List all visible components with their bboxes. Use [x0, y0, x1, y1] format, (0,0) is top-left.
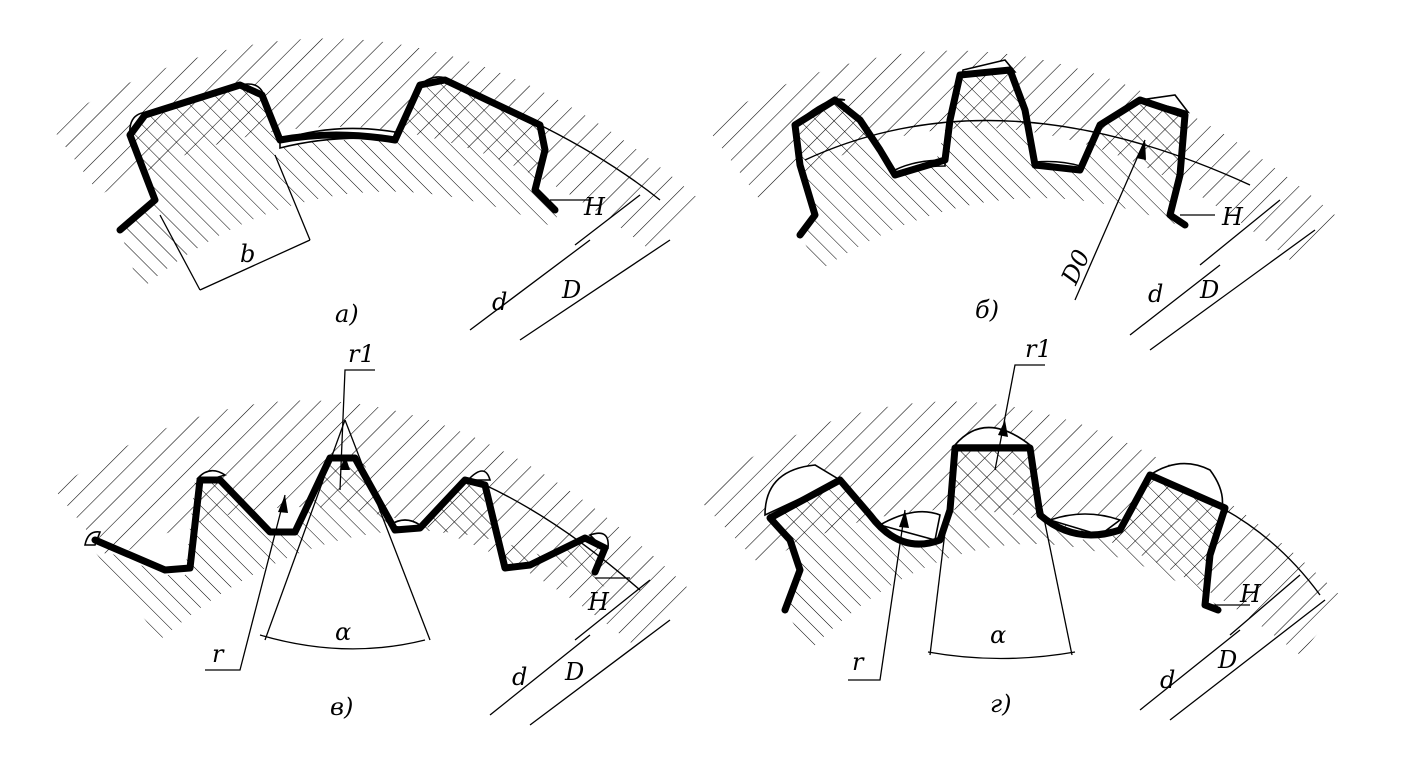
panel-v-outer-circle	[484, 484, 641, 591]
panel-b-label-h: H	[1221, 203, 1244, 231]
panel-v-label-d: d	[512, 663, 527, 691]
panel-v-bigd-line	[529, 619, 671, 726]
panel-g-outer-circle	[1221, 507, 1321, 596]
panel-g-bigd-line	[1169, 599, 1326, 721]
panel-a-b-ext-1	[159, 214, 201, 291]
panel-b-d0-arrow	[1136, 140, 1146, 160]
panel-a: b H d D а)	[50, 38, 700, 341]
panel-g-label-d: d	[1160, 666, 1175, 694]
panel-v-hub-hatch	[55, 400, 690, 650]
panel-g-alpha-side-1	[929, 449, 956, 656]
panel-a-profile	[116, 76, 559, 234]
panel-a-b-ext-2	[274, 154, 311, 241]
panel-g-tooth-cap-1	[764, 464, 842, 517]
panel-g-label-alpha: α	[990, 621, 1006, 649]
panel-a-label-h: H	[583, 193, 606, 221]
panel-v-r-arrow	[278, 495, 288, 513]
panel-a-bigd-line	[519, 239, 671, 341]
panel-b-d-line	[1129, 264, 1221, 336]
panel-b: D0 H d D б)	[705, 50, 1335, 351]
panel-g-h-dim	[1229, 574, 1301, 636]
panel-g-label-r: r	[852, 648, 865, 676]
panel-v-label-r1: r1	[348, 340, 375, 368]
panel-v-label-r: r	[212, 640, 225, 668]
panel-g-alpha-arc	[927, 651, 1076, 660]
panel-a-label-d: d	[492, 288, 507, 316]
panel-g-label-bigd: D	[1217, 646, 1237, 674]
panel-v-r1-arrow	[340, 455, 350, 470]
panel-g-tooth-cap-2	[953, 426, 1033, 446]
panel-g-shaft-hatch	[765, 445, 1225, 650]
panel-v-alpha-arc	[259, 634, 426, 650]
panel-v-tooth-cap-2	[196, 469, 227, 479]
panel-v-tooth-cap-3	[466, 470, 492, 481]
panel-b-label-d: d	[1148, 280, 1163, 308]
panel-b-h-dim	[1199, 199, 1281, 266]
panel-b-d0-leader	[1074, 139, 1146, 301]
panel-b-caption: б)	[975, 296, 999, 324]
panel-g-r-leader	[848, 509, 906, 681]
panel-a-caption: а)	[335, 300, 359, 328]
panel-g-bore-cap-2	[1047, 513, 1122, 536]
panel-g: r1 α r H d D г)	[695, 335, 1345, 721]
panel-g-r1-arrow	[998, 420, 1008, 437]
panel-a-outer-circle	[539, 124, 661, 201]
panel-v-alpha-side-2	[344, 419, 431, 641]
panel-v-d-line	[489, 634, 591, 716]
panel-g-bore-cap-1	[877, 510, 941, 541]
panel-v-r1-leader	[339, 369, 375, 491]
panel-v-label-h: H	[587, 588, 610, 616]
panel-b-pitch-circle	[804, 119, 1251, 186]
panel-v-r-leader	[205, 494, 286, 671]
panel-b-profile	[791, 66, 1189, 239]
panel-g-label-r1: r1	[1025, 335, 1052, 363]
panel-v: r1 α r H d D в)	[55, 340, 690, 726]
panel-a-label-b: b	[240, 240, 255, 268]
panel-b-hub-hatch	[705, 50, 1335, 260]
panel-a-d-line	[469, 239, 591, 331]
panel-b-label-d0: D0	[1055, 245, 1095, 289]
panel-a-b-dim	[199, 239, 311, 291]
panel-a-label-bigd: D	[561, 276, 581, 304]
panel-b-shaft-hatch	[795, 70, 1190, 270]
panel-g-hub-hatch	[695, 401, 1345, 655]
panel-v-shaft-hatch	[90, 455, 610, 640]
panel-g-r-arrow	[899, 510, 909, 528]
panel-v-alpha-side-1	[264, 419, 346, 641]
panel-v-caption: в)	[330, 693, 353, 721]
panel-a-shaft-hatch	[120, 80, 560, 290]
panel-v-h-dim	[574, 579, 651, 641]
panel-g-alpha-side-2	[1029, 449, 1073, 656]
panel-b-label-bigd: D	[1199, 276, 1219, 304]
panel-g-label-h: H	[1239, 580, 1262, 608]
panel-g-caption: г)	[990, 690, 1012, 718]
panel-a-h-dim	[574, 194, 641, 246]
panel-g-profile	[766, 444, 1229, 614]
panel-v-label-alpha: α	[335, 618, 351, 646]
panel-b-bigd-line	[1149, 229, 1316, 351]
panel-g-d-line	[1139, 629, 1241, 711]
panel-v-label-bigd: D	[564, 658, 584, 686]
panel-v-profile	[91, 454, 609, 576]
